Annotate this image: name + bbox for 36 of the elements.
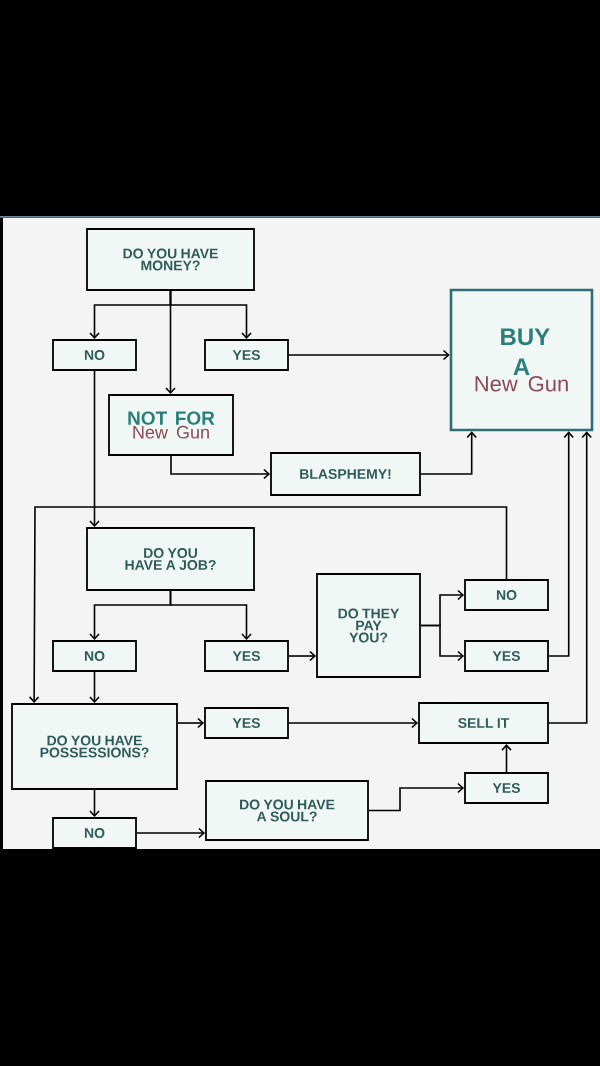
- result-box: BUY A New Gun: [449, 288, 594, 432]
- arrow: [288, 717, 419, 729]
- arrow: [288, 349, 450, 361]
- arrow: [89, 370, 100, 528]
- answer-box: NO: [52, 817, 137, 849]
- arrow: [169, 590, 252, 641]
- question-box: DO YOU HAVE MONEY?: [86, 228, 255, 291]
- arrow: [89, 789, 100, 818]
- answer-box: YES: [204, 339, 289, 371]
- arrow: [177, 717, 205, 729]
- answer-box: NO: [52, 640, 137, 672]
- answer-box: YES: [464, 640, 549, 672]
- arrow: [288, 650, 317, 662]
- question-box: DO YOU HAVE A JOB?: [86, 527, 255, 591]
- arrow: [368, 782, 465, 812]
- arrow: [89, 671, 100, 704]
- arrow: [548, 431, 592, 724]
- arrow: [165, 290, 176, 395]
- answer-box: YES: [204, 640, 289, 672]
- arrow: [28, 506, 508, 704]
- answer-box: NO: [464, 579, 549, 611]
- answer-box: YES: [464, 772, 549, 804]
- arrow: [501, 743, 512, 773]
- arrow: [170, 455, 271, 480]
- arrow: [420, 624, 465, 662]
- answer-box: SELL IT: [418, 702, 549, 744]
- result-box: NOT FOR New Gun: [108, 394, 234, 456]
- answer-box: NO: [52, 339, 137, 371]
- question-box: DO YOU HAVE A SOUL?: [205, 780, 369, 841]
- arrow: [136, 827, 206, 839]
- question-box: DO THEY PAY YOU?: [316, 573, 421, 678]
- question-box: DO YOU HAVE POSSESSIONS?: [11, 703, 178, 790]
- answer-box: YES: [204, 707, 289, 739]
- answer-box: BLASPHEMY!: [270, 452, 421, 496]
- arrow: [420, 431, 477, 475]
- arrow: [548, 431, 574, 657]
